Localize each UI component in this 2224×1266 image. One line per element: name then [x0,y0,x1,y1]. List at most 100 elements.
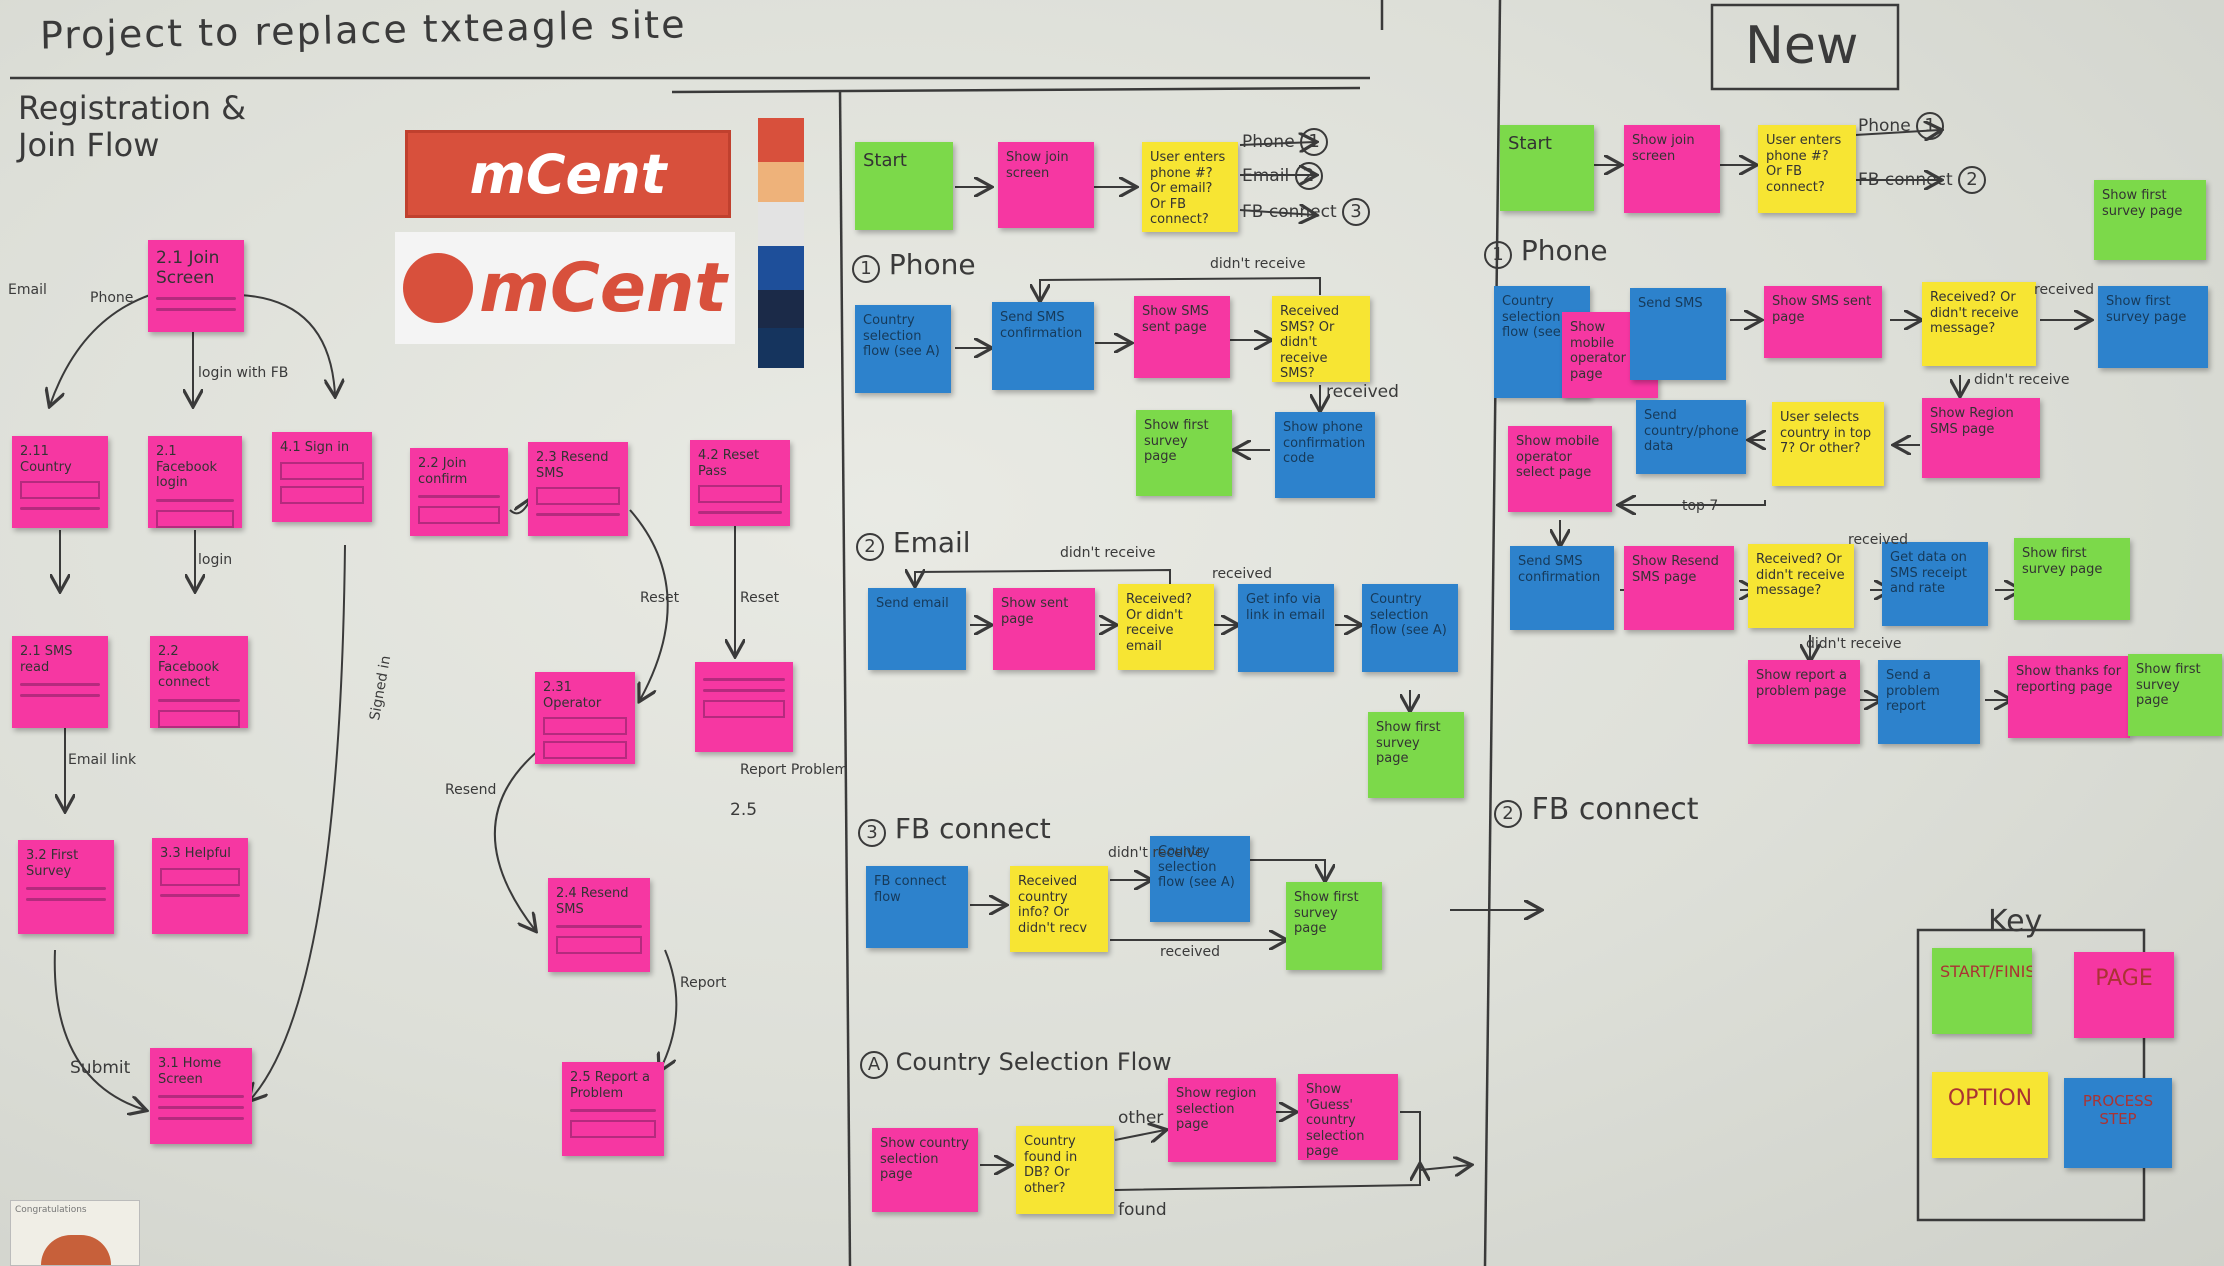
note-report-problem: 2.5 Report a Problem [562,1062,664,1156]
label-login-fb: login with FB [198,365,289,381]
right-note-17: Send a problem report [1878,660,1980,744]
label-resend: Resend [445,782,497,798]
label-login: login [198,552,233,568]
logo-text: mCent [469,142,667,206]
opt-label: FB connect [1242,202,1337,222]
right-note-12: Show Resend SMS page [1624,546,1734,630]
fb-label-received: received [1160,944,1221,960]
note-show-join: Show join screen [998,142,1094,228]
right-note-7: Show mobile operator select page [1508,426,1612,512]
heading-label: Phone [1520,234,1608,267]
label-reset-1: Reset [640,590,680,606]
mcent-logo-banner: mCent [405,130,731,218]
key-page: PAGE [2074,952,2174,1038]
swatch [758,290,804,328]
email-note-2: Show sent page [993,588,1095,670]
right-label-received: received [2034,282,2095,298]
left-heading: Registration & Join Flow [18,89,247,164]
country-label-other: other [1118,1108,1164,1128]
right-label-didnt-receive-2: didn't receive [1806,636,1902,652]
right-note-10: Show Region SMS page [1922,398,2040,478]
fb-heading: 3 FB connect [858,812,1051,847]
right-note-14: Get data on SMS receipt and rate [1882,542,1988,626]
key-title: Key [1988,904,2043,939]
right-note-11: Send SMS confirmation [1510,546,1614,630]
right-note-15: Show first survey page [2014,538,2130,620]
right-note-16: Show report a problem page [1748,660,1860,744]
opt-label: Email [1242,166,1290,186]
key-option: OPTION [1932,1072,2048,1158]
new-label: New [1745,16,1859,76]
label-phone: Phone [90,290,134,306]
note-home-screen: 3.1 Home Screen [150,1048,252,1144]
right-fb-heading: 2 FB connect [1494,792,1699,828]
right-note-13: Received? Or didn't receive message? [1748,544,1854,628]
opt-phone: Phone 1 [1242,128,1329,156]
swatch [758,202,804,246]
email-note-3: Received? Or didn't receive email [1118,584,1214,670]
right-opt-phone: Phone 1 [1858,112,1945,140]
note-join-confirm: 2.2 Join confirm [410,448,508,536]
country-note-1: Show country selection page [872,1128,978,1212]
country-heading: A Country Selection Flow [860,1048,1172,1079]
right-note-18: Show thanks for reporting page [2008,656,2130,738]
label-submit: Submit [70,1058,131,1078]
note-label: 2.11 Country [20,444,72,475]
label-email-link: Email link [68,752,137,768]
right-label-didnt-receive: didn't receive [1974,372,2070,388]
note-helpful: 3.3 Helpful [152,838,248,934]
key-start-finish: START/FINISH [1932,948,2032,1034]
email-note-6: Show first survey page [1368,712,1464,798]
note-label: 3.2 First Survey [26,848,79,879]
note-resend-sms: 2.3 Resend SMS [528,442,628,536]
fb-note-3: Country selection flow (see A) [1150,836,1250,922]
note-label: 2.3 Resend SMS [536,450,609,481]
note-first-survey: 3.2 First Survey [18,840,114,934]
logo-circle-icon [403,253,474,323]
phone-note-4: Received SMS? Or didn't receive SMS? [1272,296,1370,382]
email-note-1: Send email [868,588,966,670]
note-join-screen: 2.1 Join Screen [148,240,244,332]
country-note-4: Show 'Guess' country selection page [1298,1074,1398,1160]
phone-note-2: Send SMS confirmation [992,302,1094,390]
note-label: User enters phone #? Or email? Or FB con… [1150,150,1226,228]
right-note-3: Send SMS [1630,288,1726,380]
country-label-found: found [1118,1200,1167,1220]
swatch [758,162,804,202]
note-fb-connect: 2.2 Facebook connect [150,636,248,728]
heading-label: FB connect [894,812,1051,845]
label-report: Report [680,975,727,991]
label-reset-2: Reset [740,590,780,606]
note-label: 2.1 SMS read [20,644,73,675]
note-label: 2.1 Facebook login [156,444,218,491]
congrats-sign: Congratulations [10,1200,140,1266]
right-note-4: Show SMS sent page [1764,286,1882,358]
swatch [758,118,804,162]
email-heading: 2 Email [856,526,971,561]
opt-label: Phone [1242,132,1295,152]
phone-note-1: Country selection flow (see A) [855,305,951,393]
note-operator: 2.31 Operator [535,672,635,764]
note-country: 2.11 Country [12,436,108,528]
note-label: 3.1 Home Screen [158,1056,222,1087]
fb-note-1: FB connect flow [866,866,968,948]
note-start: Start [855,142,953,230]
heading-label: Country Selection Flow [895,1048,1172,1076]
sign-image [41,1235,111,1265]
note-resend: 2.4 Resend SMS [548,878,650,972]
note-sms-read: 2.1 SMS read [12,636,108,728]
label-report-problem: Report Problem [740,762,849,778]
note-label: 2.1 Join Screen [156,248,220,289]
right-note-19: Show first survey page [2094,180,2206,260]
heading-label: Email [892,526,971,559]
right-note-user-enters: User enters phone #? Or FB connect? [1758,125,1856,213]
right-note-5: Received? Or didn't receive message? [1922,282,2036,366]
swatch [758,246,804,290]
phone-label-didnt-receive: didn't receive [1210,256,1306,272]
right-note-start: Start [1500,125,1594,211]
right-opt-fb: FB connect 2 [1858,166,1987,194]
country-note-3: Show region selection page [1168,1078,1276,1162]
note-label: 2.31 Operator [543,680,602,711]
logo-text: mCent [479,248,727,328]
